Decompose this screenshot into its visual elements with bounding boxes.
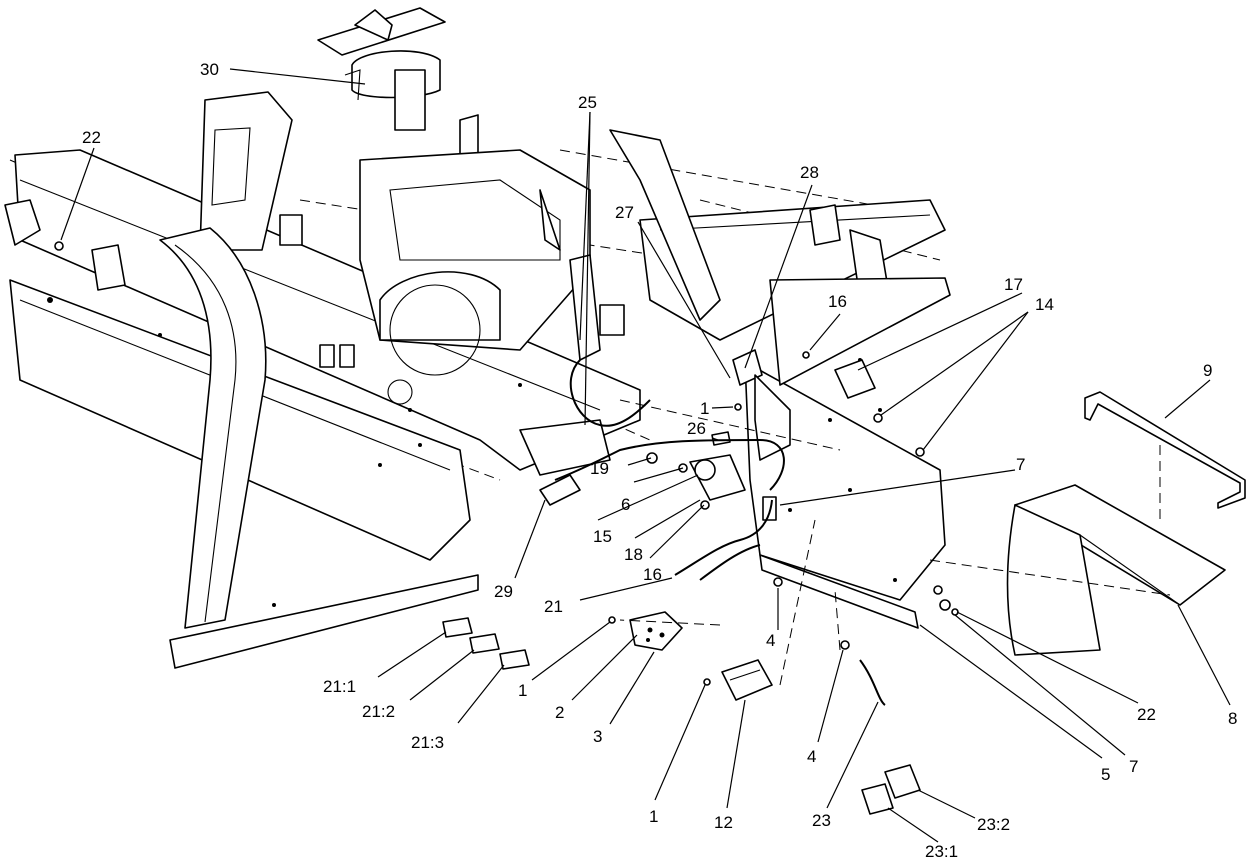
callout-8: 8 [1228, 709, 1237, 728]
callout-26: 26 [687, 419, 706, 438]
callout-23-2: 23:2 [977, 815, 1010, 834]
relay-12 [703, 659, 773, 701]
callout-14: 14 [1035, 295, 1054, 314]
callout-21-3: 21:3 [411, 733, 444, 752]
seat-latch-assembly [317, 7, 446, 131]
callout-4-upper: 4 [766, 631, 775, 650]
callout-19: 19 [590, 459, 609, 478]
callout-12: 12 [714, 813, 733, 832]
support-tube [159, 227, 267, 629]
callout-2: 2 [555, 703, 564, 722]
callout-29: 29 [494, 582, 513, 601]
relay-17 [802, 351, 876, 399]
callout-30: 30 [200, 60, 219, 79]
callout-17: 17 [1004, 275, 1023, 294]
callout-5: 5 [1101, 765, 1110, 784]
callout-15: 15 [593, 527, 612, 546]
wire-harness [539, 359, 1171, 686]
callout-7-lower: 7 [1129, 757, 1138, 776]
callout-1-left: 1 [518, 681, 527, 700]
fuses [442, 617, 530, 670]
callout-16-top: 16 [828, 292, 847, 311]
fender-8 [1006, 484, 1226, 656]
callout-27: 27 [615, 203, 634, 222]
callout-7-upper: 7 [1016, 455, 1025, 474]
callout-23-1: 23:1 [925, 842, 958, 861]
callout-4-lower: 4 [807, 747, 816, 766]
callout-22-top: 22 [82, 128, 101, 147]
leader-lines [60, 68, 1231, 843]
callouts: 30 22 25 28 27 16 17 14 9 1 26 19 7 6 15… [82, 60, 1237, 861]
hardware [54, 241, 959, 650]
callout-16-mid: 16 [643, 565, 662, 584]
callout-1-top: 1 [700, 399, 709, 418]
callout-3: 3 [593, 727, 602, 746]
callout-9: 9 [1203, 361, 1212, 380]
connectors-23 [859, 659, 921, 815]
callout-6: 6 [621, 495, 630, 514]
callout-28: 28 [800, 163, 819, 182]
callout-21: 21 [544, 597, 563, 616]
callout-22-right: 22 [1137, 705, 1156, 724]
callout-21-1: 21:1 [323, 677, 356, 696]
solenoid [646, 452, 746, 510]
callout-18: 18 [624, 545, 643, 564]
rod-9 [1084, 391, 1246, 520]
switch-bracket [711, 349, 791, 521]
callout-1-bottom: 1 [649, 807, 658, 826]
fuse-block [608, 611, 683, 651]
callout-25: 25 [578, 93, 597, 112]
main-frame [4, 91, 946, 669]
callout-21-2: 21:2 [362, 702, 395, 721]
mounting-bracket [744, 277, 951, 629]
callout-23: 23 [812, 811, 831, 830]
